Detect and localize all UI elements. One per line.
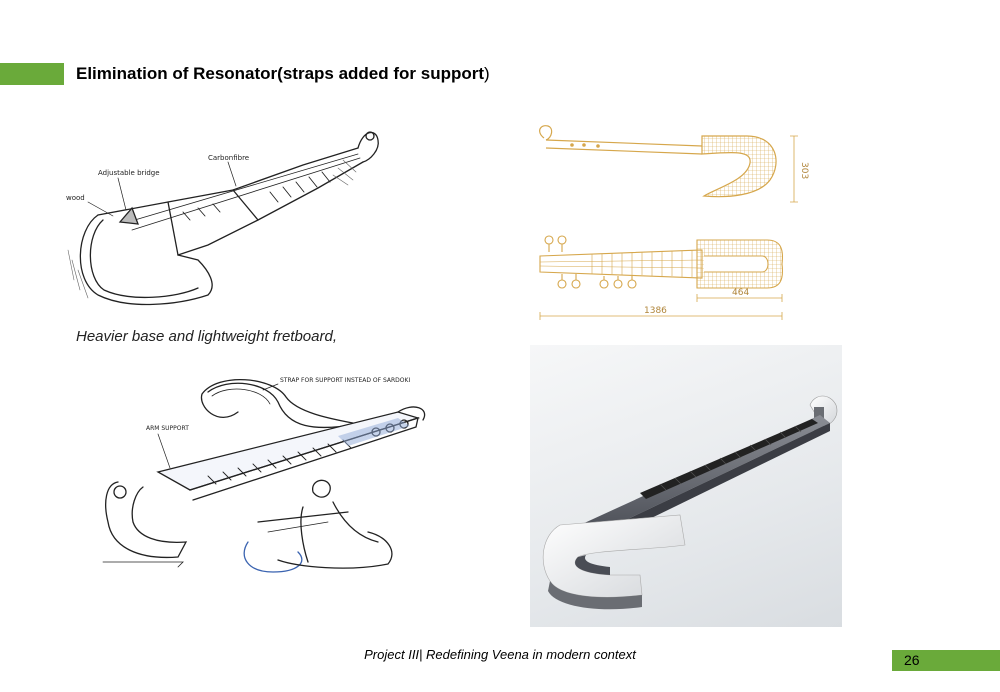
slide-title: Elimination of Resonator(straps added fo… (76, 64, 490, 83)
page-number: 26 (904, 652, 920, 668)
svg-text:303: 303 (799, 162, 809, 179)
svg-text:464: 464 (732, 288, 749, 298)
3d-render (530, 345, 842, 627)
page-number-badge: 26 (892, 650, 1000, 671)
technical-drawing-side-view: 303 (539, 125, 809, 203)
svg-text:ARM SUPPORT: ARM SUPPORT (146, 425, 189, 432)
technical-drawing-top-view: 464 1386 (539, 235, 784, 320)
concept-sketch-top: Adjustable bridge Carbonfibre wood (66, 131, 379, 306)
svg-text:1386: 1386 (644, 306, 667, 316)
svg-text:Adjustable bridge: Adjustable bridge (98, 169, 160, 177)
svg-text:Carbonfibre: Carbonfibre (208, 154, 249, 162)
footer-text: Project III| Redefining Veena in modern … (364, 647, 636, 662)
concept-sketch-strap: STRAP FOR SUPPORT INSTEAD OF SARDOKI ARM… (102, 377, 426, 573)
title-accent-bar (0, 63, 64, 85)
svg-text:wood: wood (66, 194, 85, 202)
svg-text:STRAP FOR SUPPORT INSTEAD OF S: STRAP FOR SUPPORT INSTEAD OF SARDOKI (280, 377, 410, 384)
sketch-caption: Heavier base and lightweight fretboard, (76, 328, 337, 345)
